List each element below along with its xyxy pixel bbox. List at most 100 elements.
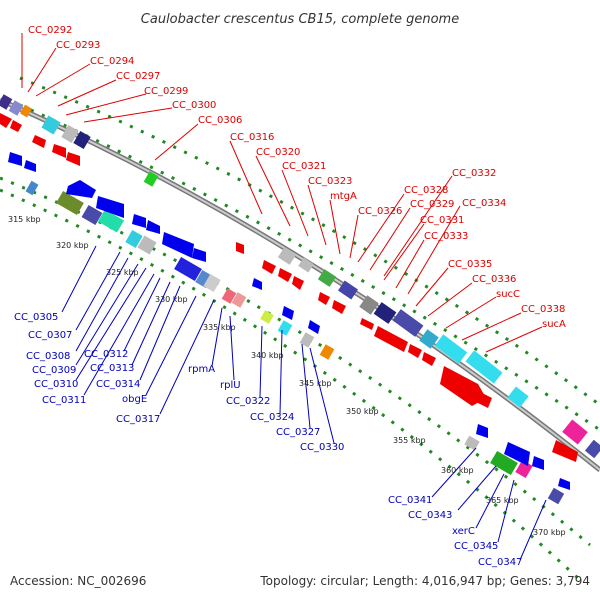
gene-label-cc-0314: CC_0314: [96, 379, 140, 390]
gene-label-cc-0332: CC_0332: [452, 168, 496, 179]
feature-block: [464, 435, 480, 451]
gene-label-cc-0311: CC_0311: [42, 395, 86, 406]
cds-arrow: [66, 180, 96, 198]
feature-block: [137, 235, 157, 255]
gene-label-suca: sucA: [542, 319, 566, 330]
feature-block: [174, 256, 202, 282]
feature-block: [507, 386, 529, 408]
feature-block: [359, 295, 379, 315]
gene-label-cc-0335: CC_0335: [448, 259, 492, 270]
feature-block: [41, 115, 61, 135]
gene-label-cc-0299: CC_0299: [144, 86, 188, 97]
cds-arrow: [360, 318, 374, 330]
feature-block: [81, 204, 103, 226]
feature-block: [562, 419, 588, 445]
feature-block: [392, 309, 424, 337]
cds-arrow: [408, 344, 422, 358]
cds-arrow: [422, 352, 436, 366]
feature-block: [434, 334, 468, 364]
feature-block: [338, 280, 358, 300]
gene-label-succ: sucC: [496, 289, 520, 300]
feature-block: [73, 130, 91, 150]
gene-label-cc-0300: CC_0300: [172, 100, 216, 111]
cds-arrow: [236, 242, 244, 254]
gene-label-cc-0297: CC_0297: [116, 71, 160, 82]
forward-labels: CC_0292 CC_0293 CC_0294 CC_0297 CC_0299 …: [21, 25, 566, 353]
feature-block: [584, 439, 600, 459]
tick-label: 315 kbp: [8, 215, 41, 224]
tick-label: 325 kbp: [106, 268, 139, 277]
gene-label-cc-0333: CC_0333: [424, 231, 468, 242]
tick-label: 360 kbp: [441, 466, 474, 475]
feature-block: [97, 209, 125, 233]
cds-arrow: [440, 366, 486, 406]
gene-label-cc-0336: CC_0336: [472, 274, 516, 285]
cds-arrow: [308, 320, 320, 334]
features-reverse: [25, 180, 565, 505]
feature-block: [195, 269, 213, 289]
cds-arrow: [278, 268, 292, 282]
feature-block: [143, 171, 159, 187]
gene-label-cc-0329: CC_0329: [410, 199, 454, 210]
gene-label-cc-0305: CC_0305: [14, 312, 58, 323]
feature-block: [465, 350, 503, 384]
cds-arrow: [262, 260, 276, 274]
gene-label-cc-0309: CC_0309: [32, 365, 76, 376]
feature-block: [8, 100, 24, 116]
gene-label-cc-0307: CC_0307: [28, 330, 72, 341]
feature-block: [61, 124, 79, 144]
feature-block: [0, 94, 13, 110]
reverse-arrows: [8, 152, 570, 490]
gene-label-cc-0312: CC_0312: [84, 349, 128, 360]
feature-block: [221, 288, 237, 304]
tick-label: 320 kbp: [56, 241, 89, 250]
cds-arrow: [332, 300, 346, 314]
cds-arrow: [476, 424, 488, 438]
feature-block: [260, 310, 274, 324]
gene-label-cc-0310: CC_0310: [34, 379, 78, 390]
gene-label-cc-0320: CC_0320: [256, 147, 300, 158]
map-title: Caulobacter crescentus CB15, complete ge…: [141, 12, 459, 27]
gene-label-cc-0343: CC_0343: [408, 510, 452, 521]
cds-arrow: [146, 220, 160, 234]
feature-block: [203, 273, 221, 293]
feature-block: [373, 302, 397, 324]
feature-block: [419, 329, 439, 349]
cds-arrow: [52, 144, 66, 158]
cds-arrow: [162, 232, 194, 258]
feature-block: [319, 344, 335, 360]
feature-block: [547, 487, 565, 505]
genome-summary-text: Topology: circular; Length: 4,016,947 bp…: [259, 574, 590, 588]
gene-label-cc-0294: CC_0294: [90, 56, 134, 67]
gene-label-cc-0324: CC_0324: [250, 412, 294, 423]
cds-arrow: [476, 392, 492, 408]
gene-label-cc-0347: CC_0347: [478, 557, 522, 568]
cds-arrow: [24, 160, 36, 172]
gene-label-rpma: rpmA: [188, 364, 215, 375]
gene-label-cc-0330: CC_0330: [300, 442, 344, 453]
gene-label-cc-0327: CC_0327: [276, 427, 320, 438]
tick-label: 350 kbp: [346, 407, 379, 416]
feature-block: [490, 450, 518, 476]
gene-label-cc-0322: CC_0322: [226, 396, 270, 407]
feature-block: [277, 247, 297, 265]
gene-label-cc-0292: CC_0292: [28, 25, 72, 36]
cds-arrow: [32, 135, 46, 148]
tick-label: 355 kbp: [393, 436, 426, 445]
gene-label-cc-0331: CC_0331: [420, 215, 464, 226]
cds-arrow: [66, 152, 80, 166]
gene-label-cc-0316: CC_0316: [230, 132, 274, 143]
tick-label: 370 kbp: [533, 528, 566, 537]
cds-arrow: [10, 120, 22, 132]
gene-label-cc-0326: CC_0326: [358, 206, 402, 217]
feature-block: [125, 229, 143, 249]
cds-arrow: [532, 456, 544, 470]
cds-arrow: [558, 478, 570, 490]
tick-label: 335 kbp: [203, 323, 236, 332]
feature-block: [298, 257, 314, 273]
gene-label-cc-0345: CC_0345: [454, 541, 498, 552]
cds-arrow: [132, 214, 146, 228]
gene-label-cc-0323: CC_0323: [308, 176, 352, 187]
inner-guide-2: [0, 188, 582, 582]
tick-label: 365 kbp: [486, 496, 519, 505]
